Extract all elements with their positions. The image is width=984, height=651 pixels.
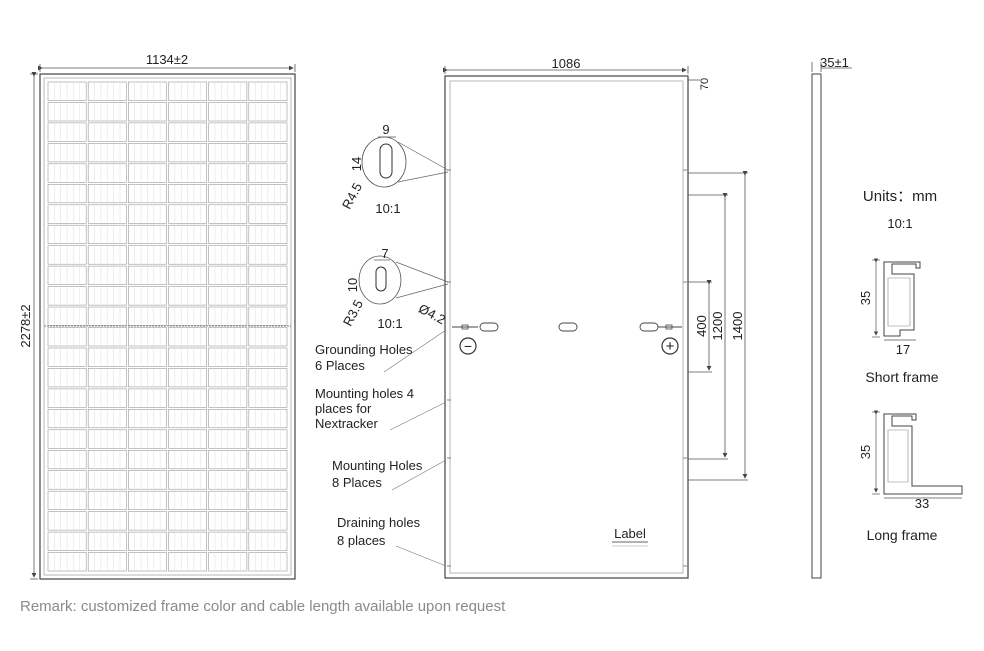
long-frame-width: 33 bbox=[915, 496, 929, 511]
solar-cell-grid bbox=[47, 81, 288, 572]
front-width-label: 1134±2 bbox=[146, 52, 188, 67]
back-view: 1086 70 − bbox=[443, 56, 748, 579]
callout-draining-2: 8 places bbox=[337, 533, 386, 548]
short-frame-width: 17 bbox=[896, 342, 910, 357]
remark-text: Remark: customized frame color and cable… bbox=[20, 598, 506, 615]
long-frame-name: Long frame bbox=[867, 527, 938, 543]
callout-grounding-1: Grounding Holes bbox=[315, 342, 413, 357]
callout-grounding-2: 6 Places bbox=[315, 358, 365, 373]
mounting-radius: R3.5 bbox=[340, 297, 366, 328]
frame-profiles: Units：mm 10:1 35 17 Short frame 35 33 Lo… bbox=[858, 188, 963, 543]
plus-terminal-icon: + bbox=[661, 337, 679, 355]
long-frame-profile bbox=[872, 410, 963, 499]
callout-nextracker-1: Mounting holes 4 bbox=[315, 386, 414, 401]
junction-box-minus bbox=[452, 322, 499, 332]
front-panel-outline bbox=[39, 73, 296, 580]
mounting-diameter: Ø4.2 bbox=[416, 301, 448, 327]
svg-text:−: − bbox=[464, 338, 472, 354]
grounding-height: 14 bbox=[349, 157, 364, 171]
side-frame-outline bbox=[811, 73, 822, 579]
grounding-hole-detail: 9 14 R4.5 10:1 bbox=[339, 122, 449, 216]
mounting-width: 7 bbox=[381, 246, 388, 261]
frame-hole-marks bbox=[447, 169, 687, 567]
short-frame-name: Short frame bbox=[865, 369, 938, 385]
junction-box-plus bbox=[639, 322, 682, 332]
dimension-1200: 1200 bbox=[710, 312, 725, 341]
junction-box-center bbox=[558, 322, 578, 332]
grounding-scale: 10:1 bbox=[375, 201, 400, 216]
side-thickness-label: 35±1 bbox=[820, 55, 849, 70]
grounding-radius: R4.5 bbox=[339, 180, 365, 211]
callout-nextracker-2: places for bbox=[315, 401, 372, 416]
callouts: Grounding Holes 6 Places Mounting holes … bbox=[315, 329, 447, 567]
callout-draining-1: Draining holes bbox=[337, 515, 421, 530]
callout-mounting-2: 8 Places bbox=[332, 475, 382, 490]
svg-text:+: + bbox=[666, 338, 675, 355]
front-height-label: 2278±2 bbox=[18, 304, 33, 347]
side-view: 35±1 bbox=[811, 55, 852, 579]
callout-nextracker-3: Nextracker bbox=[315, 416, 379, 431]
dimension-1400: 1400 bbox=[730, 312, 745, 341]
grounding-width: 9 bbox=[382, 122, 389, 137]
short-frame-height: 35 bbox=[858, 291, 873, 305]
minus-terminal-icon: − bbox=[459, 337, 477, 355]
frames-scale: 10:1 bbox=[887, 216, 912, 231]
corner-offset-label: 70 bbox=[699, 78, 711, 90]
callout-mounting-1: Mounting Holes bbox=[332, 458, 423, 473]
mounting-hole-detail: 7 10 R3.5 Ø4.2 10:1 bbox=[340, 246, 449, 331]
mounting-hole-dimensions bbox=[688, 171, 748, 481]
back-width-label: 1086 bbox=[552, 56, 581, 71]
long-frame-height: 35 bbox=[858, 445, 873, 459]
label-text: Label bbox=[614, 526, 646, 541]
front-view: 1134±2 2278±2 bbox=[18, 52, 296, 580]
back-panel-outline bbox=[444, 75, 689, 579]
units-label: Units：mm bbox=[863, 188, 937, 205]
mounting-scale: 10:1 bbox=[377, 316, 402, 331]
dimension-400: 400 bbox=[694, 315, 709, 337]
short-frame-profile bbox=[872, 258, 921, 341]
mounting-height: 10 bbox=[345, 278, 360, 292]
